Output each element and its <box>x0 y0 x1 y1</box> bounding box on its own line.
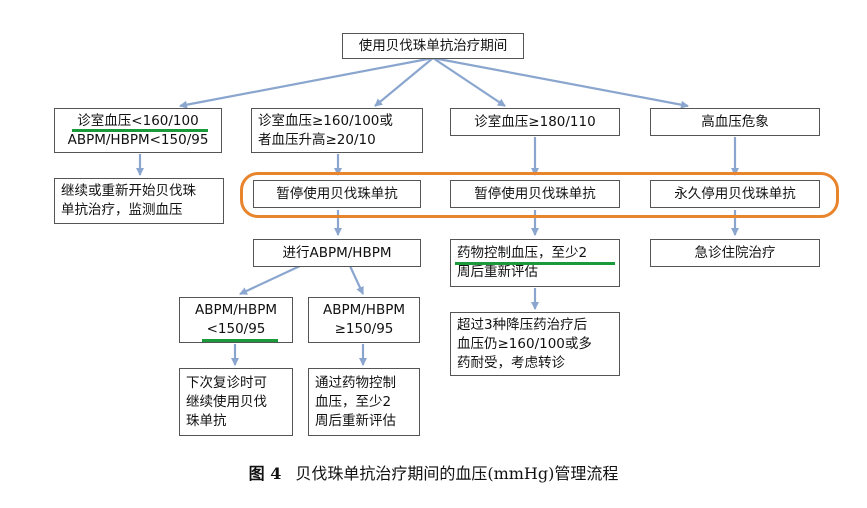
node-clinic-high-text: 诊室血压≥180/110 <box>474 113 596 130</box>
node-drug-control-line2: 周后重新评估 <box>457 264 538 280</box>
node-root-text: 使用贝伐珠单抗治疗期间 <box>358 37 508 54</box>
figure-caption: 图 4 贝伐珠单抗治疗期间的血压(mmHg)管理流程 <box>0 460 867 484</box>
underline-abpm-low <box>202 339 278 342</box>
node-continue-line1: 继续或重新开始贝伐珠 <box>61 183 196 199</box>
node-drug-control-line1: 药物控制血压，至少2 <box>457 245 588 261</box>
node-refer-line1: 超过3种降压药治疗后 <box>457 316 588 333</box>
node-pause-1-text: 暂停使用贝伐珠单抗 <box>276 185 398 202</box>
arrow-abpm-to-high <box>349 265 364 295</box>
node-continue: 继续或重新开始贝伐珠 单抗治疗，监测血压 <box>54 178 224 224</box>
figure-caption-text: 贝伐珠单抗治疗期间的血压(mmHg)管理流程 <box>295 464 619 483</box>
node-refer: 超过3种降压药治疗后 血压仍≥160/100或多 药耐受，考虑转诊 <box>450 312 620 376</box>
node-pause-1: 暂停使用贝伐珠单抗 <box>253 180 421 208</box>
node-next-visit-line3: 珠单抗 <box>186 412 227 429</box>
node-abpm-high: ABPM/HBPM ≥150/95 <box>308 297 420 343</box>
node-clinic-low-line1: 诊室血压<160/100 <box>77 112 199 129</box>
arrow-abpm-to-low <box>239 265 301 295</box>
node-stop-text: 永久停用贝伐珠单抗 <box>674 185 796 202</box>
node-clinic-mid-line1: 诊室血压≥160/100或 <box>258 112 393 129</box>
arrow-root-to-crisis <box>432 56 689 109</box>
node-next-visit: 下次复诊时可 继续使用贝伐 珠单抗 <box>179 368 293 436</box>
underline-clinic-low <box>72 129 208 132</box>
node-continue-line2: 单抗治疗，监测血压 <box>61 202 183 218</box>
node-drug-again-line2: 血压，至少2 <box>315 393 392 410</box>
node-do-abpm: 进行ABPM/HBPM <box>253 239 421 267</box>
node-crisis-text: 高血压危象 <box>701 113 769 130</box>
arrow-root-to-clinic-high <box>432 57 506 107</box>
node-clinic-mid: 诊室血压≥160/100或 者血压升高≥20/10 <box>251 108 423 153</box>
node-clinic-mid-line2: 者血压升高≥20/10 <box>258 131 376 148</box>
node-emergency-text: 急诊住院治疗 <box>694 244 776 261</box>
node-abpm-low-line2: <150/95 <box>206 321 266 337</box>
node-abpm-low: ABPM/HBPM <150/95 <box>179 297 293 343</box>
node-next-visit-line1: 下次复诊时可 <box>186 374 267 391</box>
node-stop: 永久停用贝伐珠单抗 <box>650 180 820 208</box>
node-do-abpm-text: 进行ABPM/HBPM <box>282 244 392 261</box>
node-drug-again: 通过药物控制 血压，至少2 周后重新评估 <box>308 368 420 436</box>
node-abpm-low-line1: ABPM/HBPM <box>194 302 278 318</box>
node-abpm-high-line2: ≥150/95 <box>334 321 394 337</box>
node-clinic-low-line2: ABPM/HBPM<150/95 <box>67 131 209 148</box>
node-pause-2-text: 暂停使用贝伐珠单抗 <box>474 185 596 202</box>
arrow-root-to-clinic-mid <box>374 57 434 107</box>
node-crisis: 高血压危象 <box>650 108 820 136</box>
node-clinic-high: 诊室血压≥180/110 <box>450 108 620 136</box>
underline-drug-control <box>455 262 615 265</box>
highlight-pause-row <box>240 172 839 218</box>
node-drug-again-line3: 周后重新评估 <box>315 412 396 429</box>
node-abpm-high-line1: ABPM/HBPM <box>322 302 406 318</box>
arrow-root-to-clinic-low <box>179 56 434 109</box>
node-refer-line2: 血压仍≥160/100或多 <box>457 335 592 352</box>
node-drug-again-line1: 通过药物控制 <box>315 374 396 391</box>
node-pause-2: 暂停使用贝伐珠单抗 <box>450 180 620 208</box>
node-next-visit-line2: 继续使用贝伐 <box>186 393 267 410</box>
node-refer-line3: 药耐受，考虑转诊 <box>457 354 565 371</box>
node-root: 使用贝伐珠单抗治疗期间 <box>342 33 524 59</box>
node-emergency: 急诊住院治疗 <box>650 239 820 267</box>
figure-caption-label: 图 4 <box>248 464 282 483</box>
